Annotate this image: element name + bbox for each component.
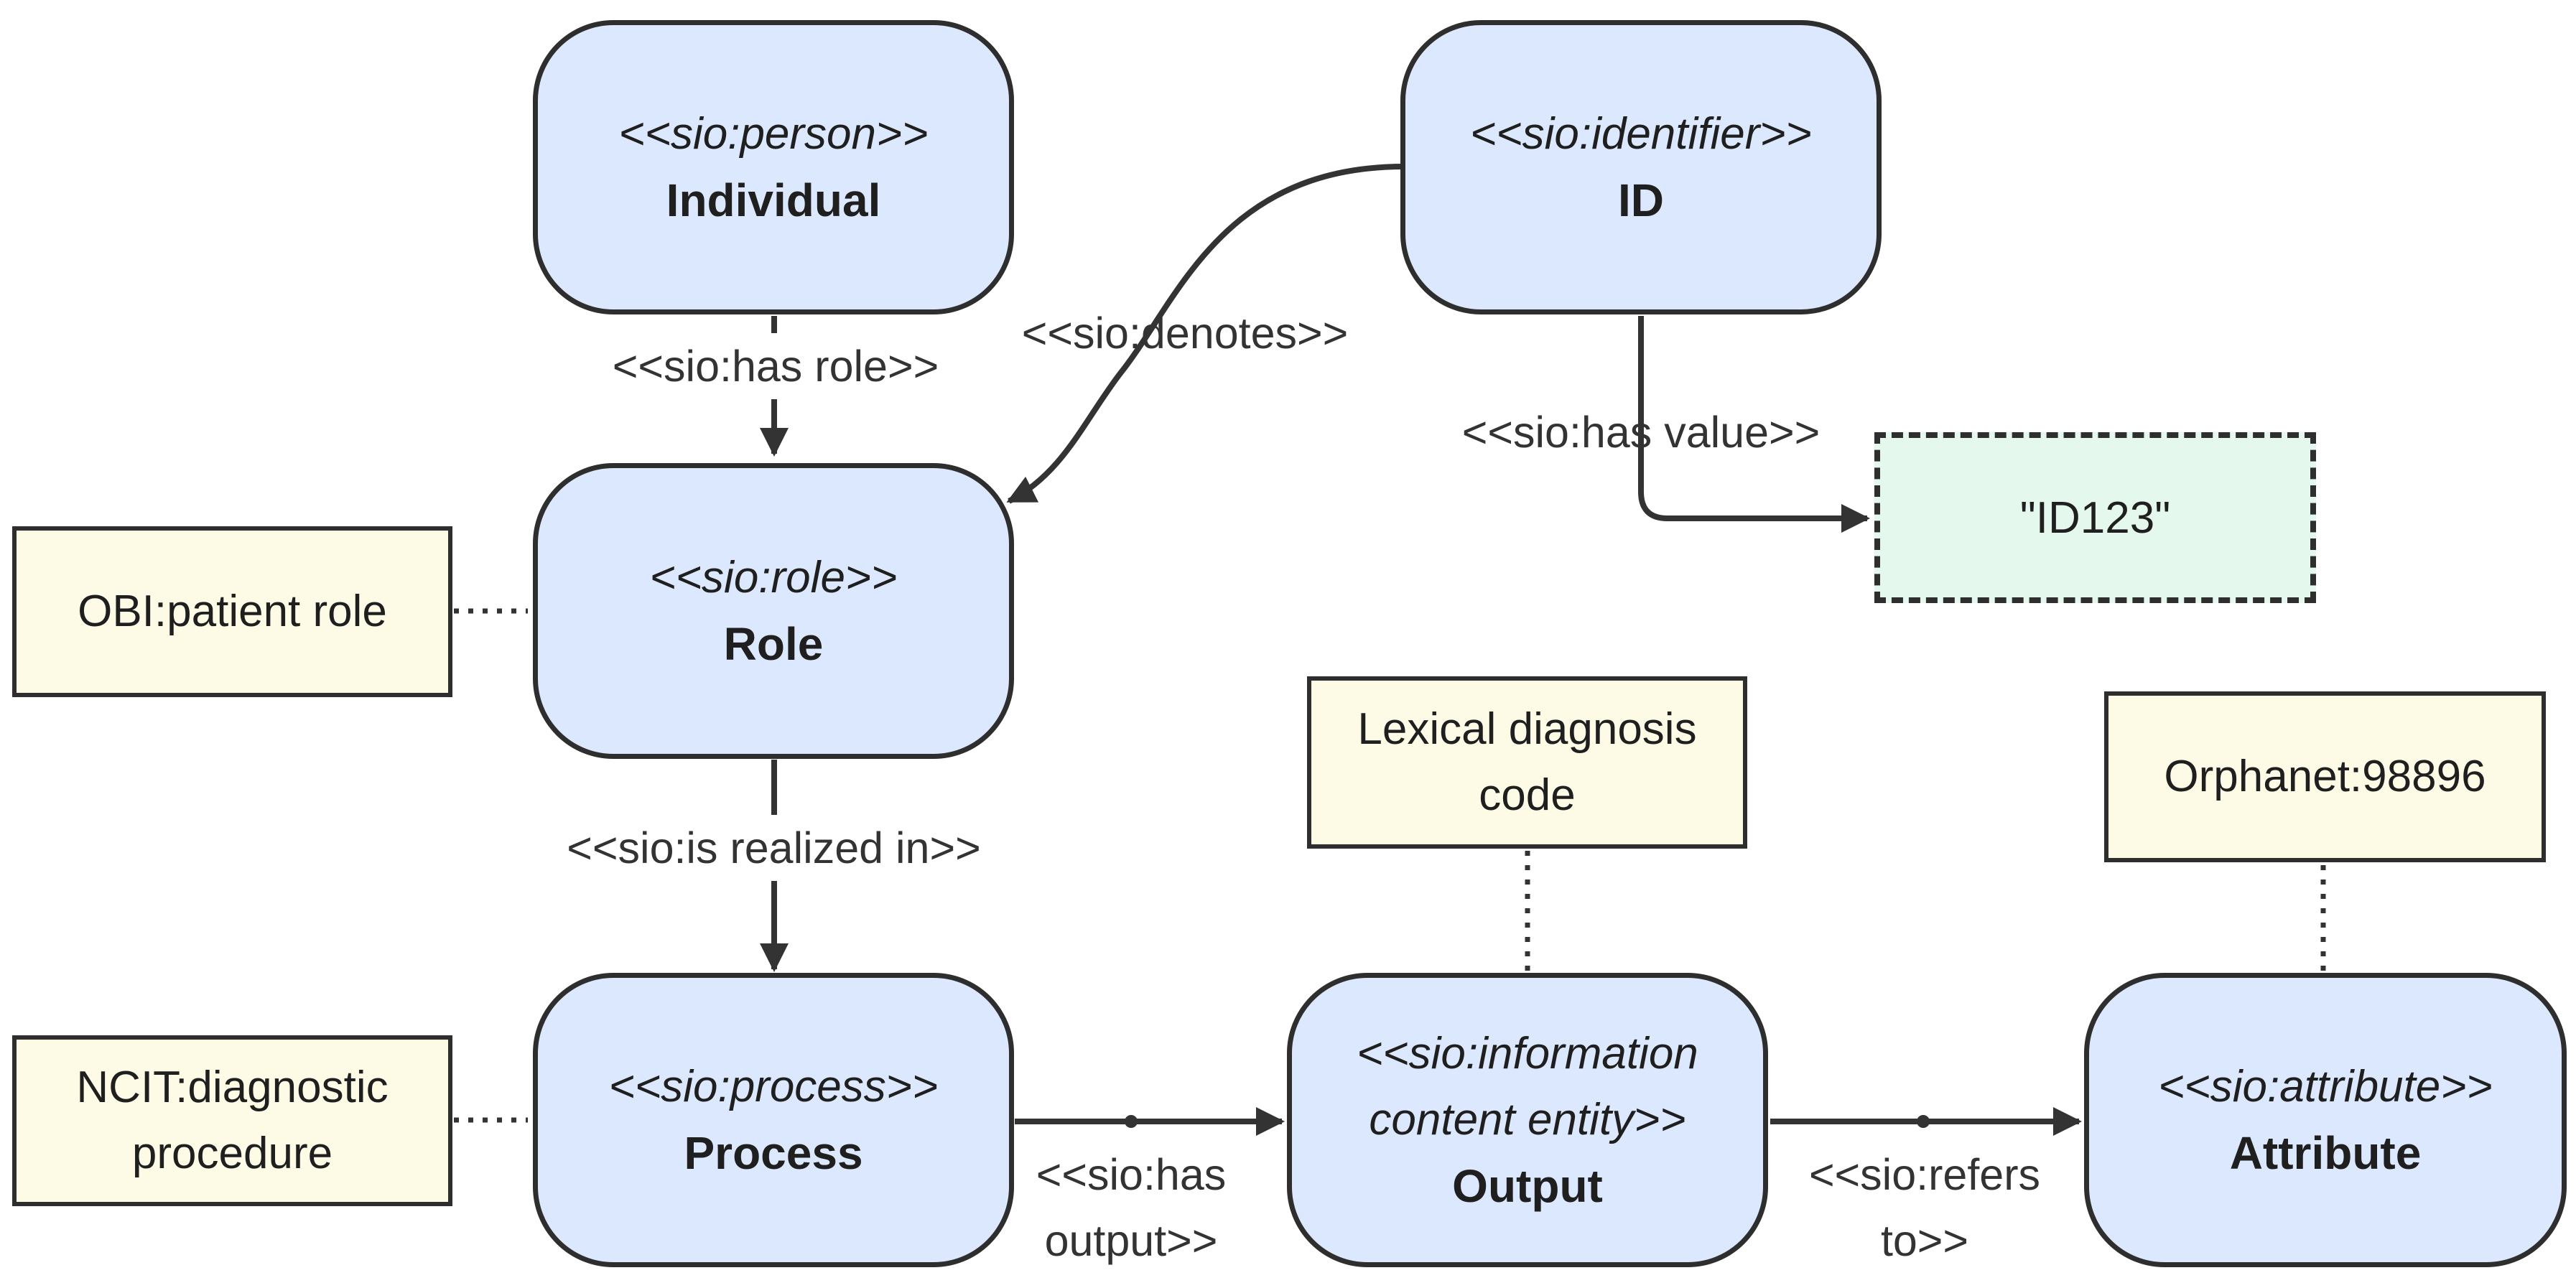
id-value-literal[interactable]: "ID123" <box>1874 432 2316 603</box>
output-stereotype-line1: <<sio:information <box>1357 1029 1698 1078</box>
has-value-edge <box>1638 316 1870 533</box>
lexical-note-line1: Lexical diagnosis <box>1357 704 1697 754</box>
has-output-label-line1: <<sio:has <box>1036 1150 1227 1199</box>
refers-to-label-line1: <<sio:refers <box>1808 1150 2041 1199</box>
process-name: Process <box>684 1127 863 1179</box>
diagnostic-procedure-note[interactable]: NCIT:diagnostic procedure <box>12 1035 452 1206</box>
denotes-label: <<sio:denotes>> <box>1021 309 1349 358</box>
has-value-label: <<sio:has value>> <box>1461 408 1821 457</box>
refers-to-label-line2: to>> <box>1880 1216 1969 1265</box>
process-node[interactable]: <<sio:process>> Process <box>533 973 1014 1267</box>
diagnostic-note-line1: NCIT:diagnostic <box>76 1063 389 1112</box>
output-node[interactable]: <<sio:information content entity>> Outpu… <box>1287 973 1768 1267</box>
individual-name: Individual <box>666 174 881 226</box>
id-name: ID <box>1618 174 1664 226</box>
refers-to-edge-midpoint <box>1917 1115 1930 1128</box>
diagnostic-note-line2: procedure <box>131 1129 333 1178</box>
output-stereotype-line2: content entity>> <box>1369 1095 1686 1144</box>
patient-role-note-text: OBI:patient role <box>78 587 387 636</box>
individual-stereotype: <<sio:person>> <box>618 109 929 159</box>
is-realized-in-label: <<sio:is realized in>> <box>531 815 1016 881</box>
id-value-text: "ID123" <box>2019 493 2171 543</box>
individual-node[interactable]: <<sio:person>> Individual <box>533 20 1014 314</box>
attribute-node[interactable]: <<sio:attribute>> Attribute <box>2084 973 2567 1267</box>
attribute-name: Attribute <box>2229 1127 2422 1179</box>
has-role-label: <<sio:has role>> <box>589 333 962 399</box>
lexical-diagnosis-note[interactable]: Lexical diagnosis code <box>1307 676 1747 849</box>
role-node[interactable]: <<sio:role>> Role <box>533 463 1014 759</box>
id-stereotype: <<sio:identifier>> <box>1470 109 1812 159</box>
lexical-note-line2: code <box>1479 770 1576 820</box>
orphanet-note[interactable]: Orphanet:98896 <box>2104 691 2546 862</box>
has-output-label-line2: output>> <box>1044 1216 1218 1265</box>
role-stereotype: <<sio:role>> <box>649 553 898 602</box>
output-name: Output <box>1452 1160 1603 1212</box>
process-stereotype: <<sio:process>> <box>608 1062 939 1111</box>
attribute-stereotype: <<sio:attribute>> <box>2158 1062 2493 1111</box>
has-output-edge-midpoint <box>1125 1115 1138 1128</box>
orphanet-note-text: Orphanet:98896 <box>2164 752 2486 801</box>
role-name: Role <box>723 618 824 670</box>
denotes-edge <box>1006 164 1405 504</box>
id-node[interactable]: <<sio:identifier>> ID <box>1400 20 1882 314</box>
patient-role-note[interactable]: OBI:patient role <box>12 526 452 697</box>
